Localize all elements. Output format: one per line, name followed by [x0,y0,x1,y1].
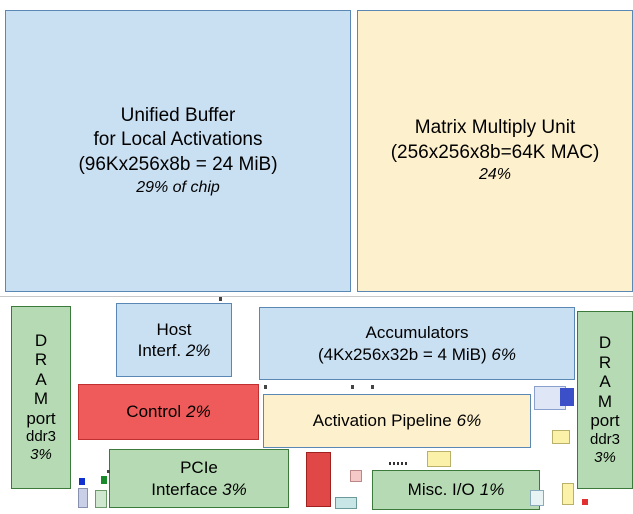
pcie-percent: 3% [222,479,247,499]
dram-left-type: ddr3 [25,428,57,446]
accumulators-percent: 6% [491,344,516,364]
dram-right-percent: 3% [594,448,616,466]
small-cyan-block [530,490,544,506]
unified-buffer-block: Unified Buffer for Local Activations (96… [5,10,351,292]
dram-right-letter-r: R [598,352,612,372]
small-red-block [582,499,588,505]
matrix-unit-size: (256x256x8b=64K MAC) [390,141,600,163]
accumulators-size: (4Kx256x32b = 4 MiB) [318,344,487,364]
dram-port-left-block: D R A M port ddr3 3% [11,306,71,489]
small-pink-block [350,470,362,482]
unified-buffer-size: (96Kx256x8b = 24 MiB) [78,153,278,175]
misc-io-label: Misc. I/O [407,480,475,500]
dram-port-right-block: D R A M port ddr3 3% [577,311,633,489]
host-interface-line2: Interf. 2% [138,340,211,361]
small-blue-square [79,478,85,485]
pcie-title: PCIe [180,458,218,478]
control-label: Control [126,402,182,422]
activation-pipeline-label: Activation Pipeline [312,411,452,431]
small-blue-bars [560,388,574,406]
marker-dot [371,385,374,389]
matrix-unit-title: Matrix Multiply Unit [414,116,576,138]
unified-buffer-subtitle: for Local Activations [93,129,263,151]
pcie-line2: Interface 3% [151,479,246,500]
dram-right-letter-d: D [598,333,612,353]
misc-io-block: Misc. I/O 1% [372,470,540,510]
dram-left-letter-m: M [33,389,49,409]
dram-right-type: ddr3 [589,430,621,448]
host-interface-block: Host Interf. 2% [116,303,232,377]
accumulators-block: Accumulators (4Kx256x32b = 4 MiB) 6% [259,307,575,380]
unified-buffer-title: Unified Buffer [120,104,236,126]
red-stack-block [306,452,331,507]
activation-pipeline-percent: 6% [456,411,482,431]
small-yellow-block [427,451,451,467]
small-yellow-block [562,483,574,505]
control-block: Control 2% [78,384,259,440]
marker-dot [219,297,222,301]
dram-left-letter-d: D [34,330,48,350]
chip-edge-line [0,296,633,297]
pcie-label: Interface [151,479,218,499]
dram-right-letter-a: A [599,372,611,392]
marker-dots-row [389,462,407,465]
small-green-square [101,476,107,484]
matrix-multiply-unit-block: Matrix Multiply Unit (256x256x8b=64K MAC… [357,10,633,292]
host-interface-title: Host [156,319,192,339]
dram-left-port: port [26,408,56,428]
marker-dot [351,385,354,389]
small-green-block [95,490,107,508]
matrix-unit-percent: 24% [478,166,512,184]
accumulators-line2: (4Kx256x32b = 4 MiB) 6% [318,344,516,365]
control-percent: 2% [186,402,211,422]
activation-pipeline-block: Activation Pipeline 6% [263,394,531,448]
dram-left-percent: 3% [30,446,52,464]
host-interface-percent: 2% [185,341,211,360]
small-gray-block [78,488,88,508]
marker-dot [264,385,267,389]
small-cyan-block [335,497,357,509]
host-interface-label: Interf. [137,341,182,360]
accumulators-title: Accumulators [365,323,469,343]
dram-right-port: port [590,411,620,431]
dram-left-letter-r: R [34,350,48,370]
dram-left-letter-a: A [35,369,47,389]
pcie-interface-block: PCIe Interface 3% [109,449,289,508]
misc-io-percent: 1% [479,480,505,500]
small-yellow-block [552,430,570,444]
marker-dot [107,470,110,473]
unified-buffer-percent: 29% of chip [136,178,220,196]
dram-right-letter-m: M [597,391,613,411]
